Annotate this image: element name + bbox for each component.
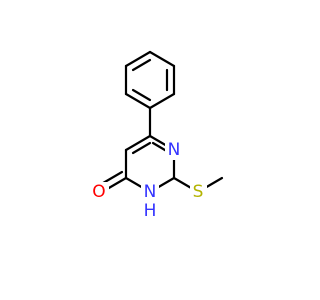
oxygen-atom: O bbox=[92, 182, 105, 202]
molecule-structure: N N H O S bbox=[92, 50, 224, 221]
bond-ph-2 bbox=[148, 50, 176, 68]
bond-c5-c6 bbox=[124, 134, 152, 152]
bond-ph-5 bbox=[124, 92, 152, 110]
bond-ph-double-1 bbox=[131, 58, 152, 72]
phenyl-ring bbox=[124, 50, 176, 110]
nitrogen-atom-n3: N bbox=[144, 182, 157, 202]
bond-ph-4 bbox=[148, 92, 176, 110]
hydrogen-atom-on-n3: H bbox=[144, 201, 157, 221]
bond-ph-double-3 bbox=[131, 88, 152, 102]
nitrogen-atom-n1: N bbox=[168, 140, 181, 160]
bond-ph-1 bbox=[124, 50, 152, 68]
sulfur-atom: S bbox=[193, 182, 204, 202]
bond-c5-c6-double bbox=[131, 141, 152, 155]
